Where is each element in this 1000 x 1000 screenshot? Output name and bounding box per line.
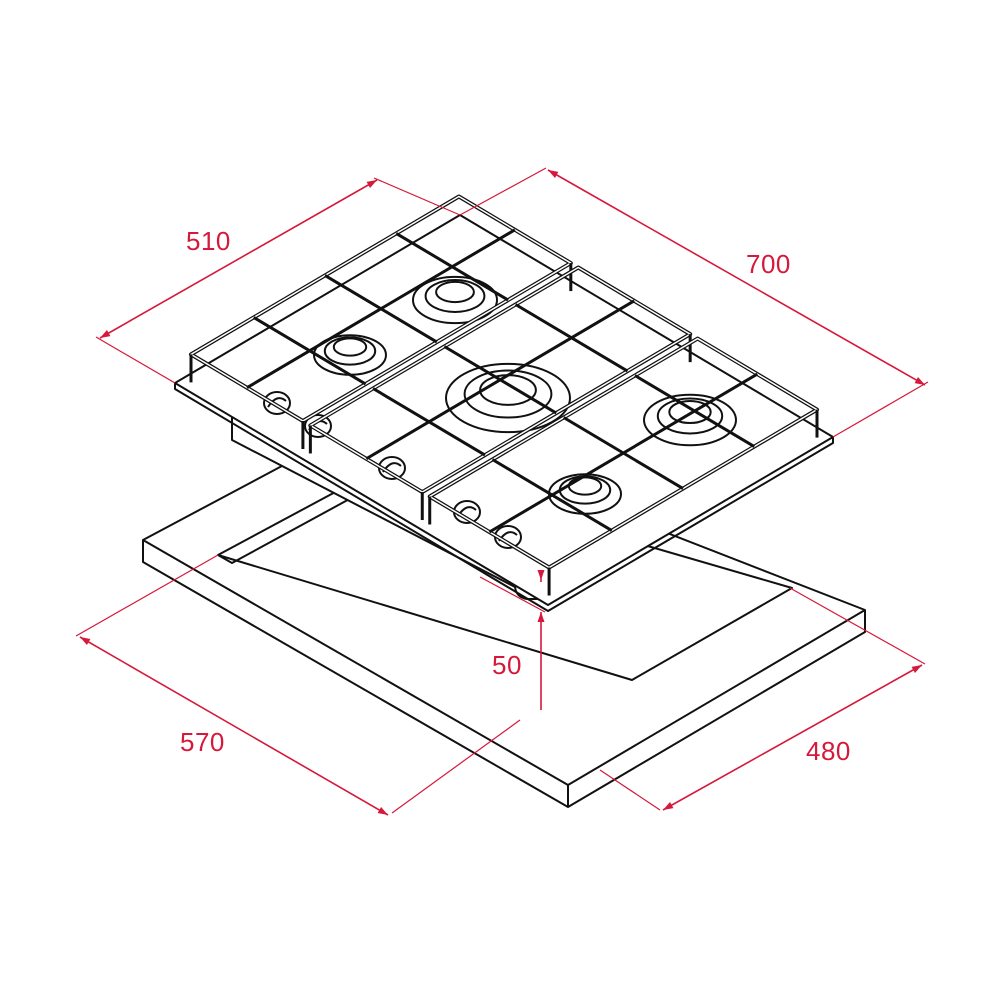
dimension-arrowhead: [537, 612, 545, 622]
extension-line: [373, 177, 461, 216]
dimension-height-below: 50: [492, 650, 522, 680]
dimension-line-hob-width: [547, 169, 926, 386]
pan-support-bar: [252, 316, 367, 386]
dimension-hob-width: 700: [746, 249, 791, 279]
pan-support-bar: [443, 345, 557, 415]
pan-support-bar: [634, 374, 756, 448]
dimension-lines: [75, 167, 929, 816]
pan-support-bar: [395, 232, 509, 302]
extension-line: [95, 336, 176, 384]
extension-line: [832, 381, 929, 438]
extension-line: [391, 719, 521, 814]
burner-cap: [479, 374, 537, 406]
pan-support-bar: [324, 274, 438, 344]
dimension-arrowhead: [663, 802, 674, 810]
dimension-arrowhead: [911, 665, 922, 673]
hob: [174, 194, 834, 612]
dimension-arrowhead: [548, 170, 559, 178]
dimension-line-cutout-depth: [662, 664, 923, 811]
pan-support-bar: [491, 458, 613, 532]
extension-line: [599, 769, 661, 811]
knob-grip: [267, 397, 287, 408]
dimension-cutout-width: 570: [180, 727, 225, 757]
burner-cap: [567, 476, 603, 496]
dimension-arrowhead: [377, 806, 388, 815]
pan-support-bar: [562, 416, 684, 490]
dimension-arrowhead: [80, 637, 91, 646]
dimension-line-hob-depth: [99, 179, 378, 339]
dimension-line-cutout-width: [79, 636, 389, 816]
dimension-arrowhead: [366, 180, 377, 188]
extension-line: [459, 167, 547, 216]
dimension-arrowhead: [914, 377, 925, 385]
dimension-arrowhead: [100, 330, 111, 338]
burner-cap: [435, 280, 475, 304]
extension-line: [75, 554, 219, 637]
extension-line: [479, 576, 546, 613]
dimension-hob-depth: 510: [186, 226, 231, 256]
extension-line: [789, 587, 926, 665]
pan-support-bar: [514, 303, 629, 373]
pan-support-bar: [372, 387, 486, 457]
hob-glass-edge: [174, 383, 834, 612]
burner-cap: [332, 337, 368, 357]
dimension-cutout-depth: 480: [806, 736, 851, 766]
